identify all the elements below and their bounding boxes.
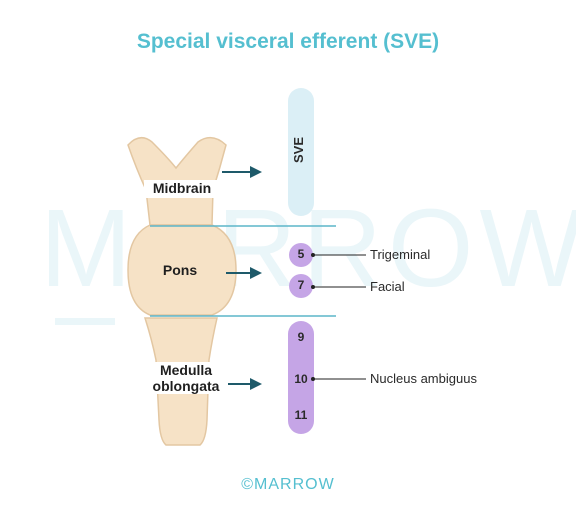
nucleus-ambiguus-column (288, 321, 314, 434)
sve-column-label: SVE (291, 137, 306, 164)
watermark-underline (55, 318, 115, 325)
page-title: Special visceral efferent (SVE) (136, 30, 440, 53)
arrow-midbrain (222, 166, 262, 178)
nucleus-ambiguus-label: Nucleus ambiguus (370, 371, 477, 386)
nucleus-9: 9 (297, 330, 305, 344)
pons-shape (127, 224, 237, 316)
leader-lines (311, 253, 366, 381)
sve-column (288, 88, 314, 216)
nucleus-7-circle (289, 274, 313, 298)
nucleus-5: 5 (297, 247, 305, 261)
arrow-medulla (226, 378, 262, 390)
nucleus-7: 7 (297, 278, 305, 292)
midbrain-label: Midbrain (144, 180, 220, 198)
nucleus-10: 10 (294, 372, 308, 386)
copyright-footer: ©MARROW (241, 476, 335, 493)
arrow-pons (226, 267, 262, 279)
medulla-label: Medulla oblongata (144, 362, 228, 394)
nucleus-5-circle (289, 243, 313, 267)
facial-label: Facial (370, 279, 405, 294)
nucleus-11: 11 (294, 408, 308, 422)
trigeminal-label: Trigeminal (370, 247, 431, 262)
pons-label: Pons (162, 262, 198, 278)
